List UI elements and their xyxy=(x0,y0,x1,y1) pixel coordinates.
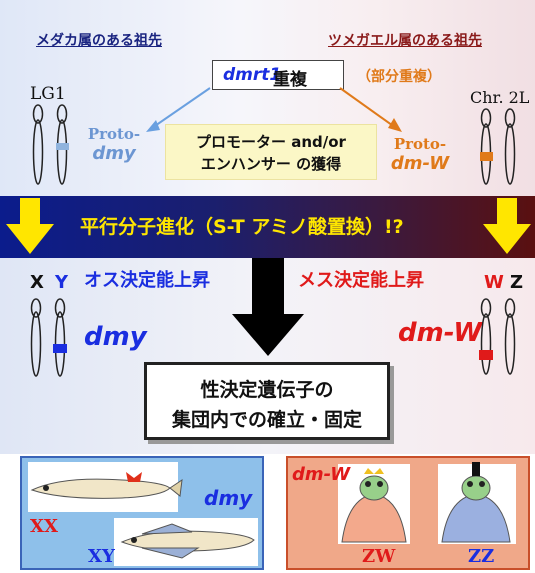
lg1-chromosome-1 xyxy=(32,104,44,185)
promoter-line-1: プロモーター and/or xyxy=(196,133,346,151)
medaka-illustration xyxy=(28,462,258,566)
xy-chromosomes xyxy=(30,298,67,377)
chr2l-label: Chr. 2L xyxy=(470,88,530,107)
left-ancestor-title: メダカ属のある祖先 xyxy=(36,33,162,49)
chr2l-chromosomes xyxy=(480,108,516,185)
bottom-dmy-label: dmy xyxy=(204,486,253,510)
arrow-to-proto-dmy xyxy=(151,87,211,129)
proto-dmw-label: Proto- dm-W xyxy=(388,134,452,174)
dmy-gene-label: dmy xyxy=(84,322,147,352)
dmw-gene-label: dm-W xyxy=(398,318,483,348)
chr2l-chromosome-2 xyxy=(504,108,516,185)
wz-chromosomes xyxy=(479,298,516,375)
promoter-line-2: エンハンサー の獲得 xyxy=(200,155,342,173)
zz-label: ZZ xyxy=(468,546,495,567)
proto-dmy-prefix: Proto- xyxy=(87,125,141,143)
z-chrom-label: Z xyxy=(510,272,524,293)
yellow-arrow-right xyxy=(483,198,531,254)
dmrt1-gene: dmrt1 xyxy=(223,65,282,85)
fixation-box: 性決定遺伝子の 集団内での確立・固定 xyxy=(144,362,390,440)
male-determination-heading: オス決定能上昇 xyxy=(84,270,210,291)
parallel-evolution-band xyxy=(0,196,535,258)
black-down-arrow xyxy=(232,258,304,356)
xx-label: XX xyxy=(30,516,58,537)
arrow-to-proto-dmw xyxy=(339,87,397,129)
fixation-line-2: 集団内での確立・固定 xyxy=(171,409,362,431)
x-chrom-label: X xyxy=(30,272,44,293)
dmw-locus xyxy=(479,350,493,360)
parallel-evolution-text: 平行分子進化（S-T アミノ酸置換）!? xyxy=(80,216,404,238)
z-chromosome xyxy=(504,298,516,375)
x-chromosome xyxy=(30,298,42,377)
proto-dmy-label: Proto- dmy xyxy=(84,124,144,164)
chr2l-chromosome-1 xyxy=(480,108,492,185)
arrowhead-proto-dmw xyxy=(388,118,402,132)
right-ancestor-title: ツメガエル属のある祖先 xyxy=(328,33,482,49)
proto-dmy-locus xyxy=(56,143,69,150)
w-chromosome xyxy=(480,298,492,375)
xy-label: XY xyxy=(88,546,115,567)
w-chrom-label: W xyxy=(484,272,504,293)
xenopus-illustration xyxy=(338,462,516,544)
arrows-from-dmrt1 xyxy=(146,87,402,132)
promoter-enhancer-box: プロモーター and/or エンハンサー の獲得 xyxy=(165,124,377,180)
zw-label: ZW xyxy=(362,546,396,567)
fixation-line-1: 性決定遺伝子の xyxy=(200,379,334,401)
y-chromosome xyxy=(54,298,66,377)
lg1-chromosomes xyxy=(32,104,69,185)
arrowhead-proto-dmy xyxy=(146,120,160,132)
y-chrom-label: Y xyxy=(55,272,69,293)
medaka-female xyxy=(30,472,183,499)
frog-male xyxy=(441,462,511,543)
frog-female xyxy=(341,468,407,543)
dmy-locus xyxy=(53,344,67,353)
proto-dmw-prefix: Proto- xyxy=(393,135,447,153)
partial-duplication-label: （部分重複） xyxy=(357,69,441,85)
proto-dmy-gene: dmy xyxy=(92,143,136,164)
lg1-chromosome-2 xyxy=(56,104,68,185)
lg1-label: LG1 xyxy=(30,84,66,104)
dmrt1-duplication-box: dmrt1 重複 xyxy=(212,60,344,90)
yellow-arrow-left xyxy=(6,198,54,254)
bottom-dmw-label: dm-W xyxy=(292,464,351,485)
medaka-male xyxy=(120,523,255,559)
duplication-label: 重複 xyxy=(273,70,307,90)
proto-dmw-locus xyxy=(480,152,493,161)
proto-dmw-gene: dm-W xyxy=(390,153,450,174)
female-determination-heading: メス決定能上昇 xyxy=(298,270,424,291)
